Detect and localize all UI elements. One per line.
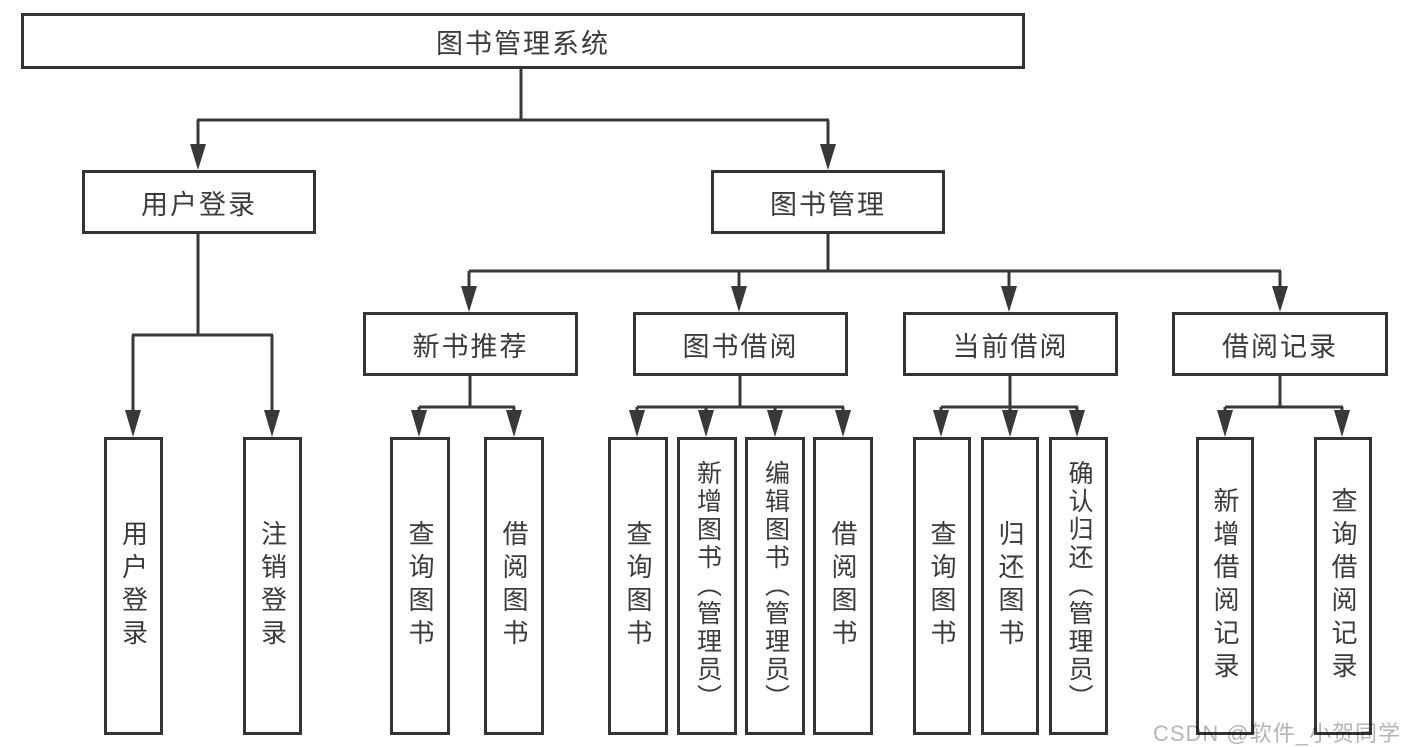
arrow-down-icon — [933, 410, 949, 437]
node-label: 查询图书 — [623, 520, 653, 652]
arrow-down-icon — [1069, 410, 1085, 437]
arrow-down-icon — [835, 410, 851, 437]
leaf-confirm-return-admin: 确认归还（管理员） — [1049, 437, 1108, 735]
leaf-user-login: 用户登录 — [104, 437, 163, 735]
node-user-login: 用户登录 — [82, 170, 316, 234]
leaf-query-borrow-record: 查询借阅记录 — [1314, 437, 1372, 735]
arrow-down-icon — [1002, 410, 1018, 437]
node-label: 图书借阅 — [682, 331, 799, 362]
arrow-down-icon — [1217, 410, 1233, 437]
leaf-edit-book-admin: 编辑图书（管理员） — [745, 437, 805, 735]
leaf-query-books-current: 查询图书 — [913, 437, 971, 735]
leaf-borrow-books-newbooks: 借阅图书 — [484, 437, 544, 735]
leaf-add-borrow-record: 新增借阅记录 — [1196, 437, 1254, 735]
csdn-watermark: CSDN @软件_小贺同学 — [1152, 721, 1401, 746]
node-borrow-records: 借阅记录 — [1172, 312, 1388, 376]
arrow-down-icon — [461, 286, 477, 312]
node-label: 确认归还（管理员） — [1065, 460, 1093, 712]
arrow-down-icon — [1001, 286, 1017, 312]
arrow-down-icon — [264, 410, 280, 437]
node-label: 用户登录 — [118, 520, 149, 652]
arrow-down-icon — [411, 410, 427, 437]
arrow-down-icon — [1334, 410, 1350, 437]
node-label: 用户登录 — [141, 189, 257, 220]
leaf-add-book-admin: 新增图书（管理员） — [677, 437, 737, 735]
node-label: 编辑图书（管理员） — [761, 460, 790, 712]
arrow-down-icon — [190, 144, 206, 170]
node-label: 新书推荐 — [412, 331, 529, 362]
node-label: 查询图书 — [927, 520, 957, 652]
leaf-query-books-borrow: 查询图书 — [608, 437, 668, 735]
arrow-down-icon — [1272, 286, 1288, 312]
node-label: 归还图书 — [995, 520, 1025, 652]
node-label: 借阅记录 — [1222, 331, 1338, 362]
node-current-borrow: 当前借阅 — [903, 312, 1118, 376]
arrow-down-icon — [506, 410, 522, 437]
arrow-down-icon — [820, 144, 836, 170]
leaf-query-books-newbooks: 查询图书 — [390, 437, 450, 735]
node-label: 图书管理 — [770, 189, 886, 220]
arrow-down-icon — [767, 410, 783, 437]
node-label: 当前借阅 — [952, 331, 1069, 362]
leaf-logout: 注销登录 — [243, 437, 302, 735]
node-label: 注销登录 — [257, 520, 288, 652]
node-library-system: 图书管理系统 — [21, 13, 1025, 69]
node-book-borrow: 图书借阅 — [633, 312, 848, 376]
arrow-down-icon — [731, 286, 747, 312]
arrow-down-icon — [629, 410, 645, 437]
node-label: 借阅图书 — [828, 520, 858, 652]
node-new-book-recommend: 新书推荐 — [363, 312, 578, 376]
node-label: 图书管理系统 — [436, 28, 610, 59]
node-label: 借阅图书 — [499, 520, 529, 652]
arrow-down-icon — [125, 410, 141, 437]
node-book-management: 图书管理 — [711, 170, 945, 234]
node-label: 查询图书 — [405, 520, 435, 652]
arrow-down-icon — [698, 410, 714, 437]
node-label: 新增图书（管理员） — [693, 460, 722, 712]
leaf-borrow-books-borrow: 借阅图书 — [813, 437, 873, 735]
node-label: 新增借阅记录 — [1210, 487, 1240, 685]
arrowheads — [125, 144, 1350, 437]
leaf-return-book: 归还图书 — [981, 437, 1039, 735]
node-label: 查询借阅记录 — [1328, 487, 1358, 685]
